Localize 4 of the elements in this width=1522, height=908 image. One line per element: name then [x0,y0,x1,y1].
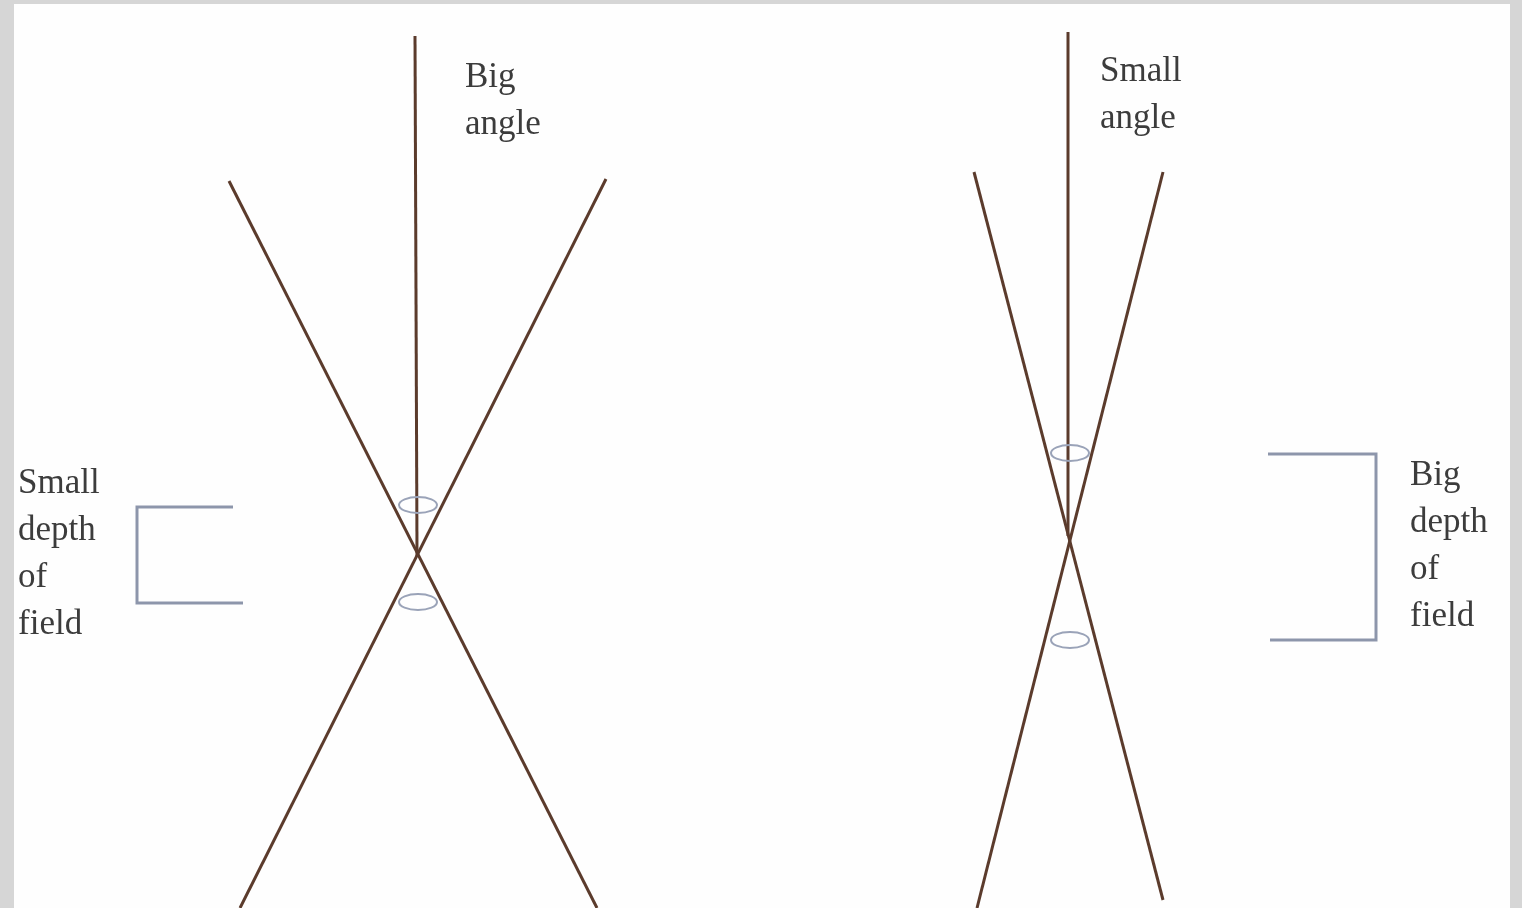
annotation-text: Big angle [465,55,542,144]
annotation-text: Small angle [1100,49,1183,138]
annotation-text: Small depth of field [18,461,101,644]
annotation-text: Big depth of field [1410,453,1489,636]
